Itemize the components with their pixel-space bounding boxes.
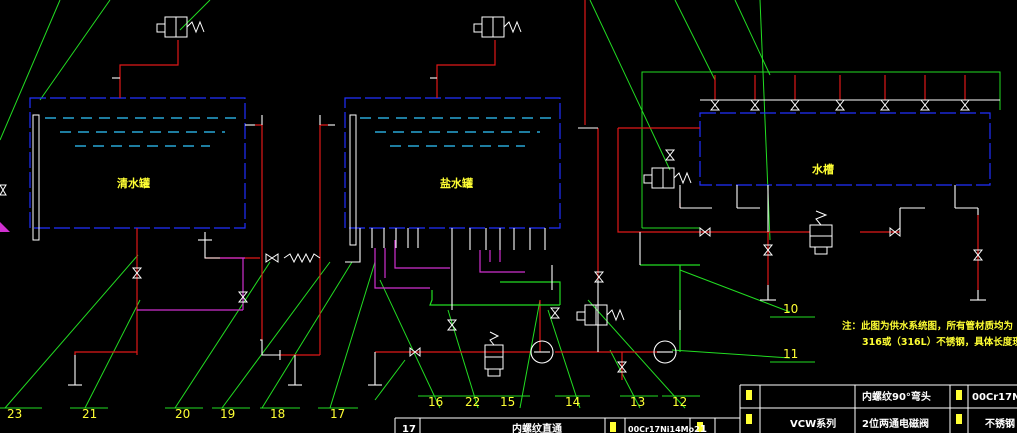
parts-table-markers (610, 390, 962, 432)
callout-20: 20 (175, 407, 190, 421)
note-line-2: 316或（316L）不锈钢，具体长度现场确 (862, 336, 1017, 348)
callout-22: 22 (465, 395, 480, 409)
callout-19: 19 (220, 407, 235, 421)
marker-triangle (0, 222, 10, 232)
callout-18: 18 (270, 407, 285, 421)
clean-water-tank (29, 97, 246, 241)
callout-12: 12 (672, 395, 687, 409)
valves (0, 99, 984, 373)
parts-table-text: 内螺纹90°弯头 00Cr17Ni14 VCW系列 2位两通电磁阀 不锈钢 17… (402, 390, 1017, 433)
row2-series: VCW系列 (790, 417, 836, 430)
callout-17: 17 (330, 407, 345, 421)
salt-water-tank (344, 97, 561, 246)
callout-14: 14 (565, 395, 580, 409)
callout-21: 21 (82, 407, 97, 421)
callout-underlines (0, 316, 815, 409)
row3-qty: 1 (700, 424, 707, 433)
green-pipes (429, 264, 700, 352)
clean-tank-label: 清水罐 (117, 176, 150, 190)
row2-name: 2位两通电磁阀 (862, 417, 929, 430)
note-line-1: 注：此图为供水系统图，所有管材质均为 (842, 320, 1013, 332)
callout-13: 13 (630, 395, 645, 409)
callout-11: 11 (783, 347, 798, 361)
parts-table-grid (394, 384, 1017, 433)
salt-tank-label: 盐水罐 (440, 176, 473, 190)
row3-name: 内螺纹直通 (512, 422, 562, 433)
leader-lines (0, 0, 1001, 409)
sink-tank (699, 112, 991, 186)
row1-material: 00Cr17Ni14 (972, 392, 1017, 403)
callout-23: 23 (7, 407, 22, 421)
callout-10: 10 (783, 302, 798, 316)
pumps (530, 340, 677, 364)
row1-name: 内螺纹90°弯头 (862, 390, 931, 403)
row3-material: 00Cr17Ni14Mo2 (628, 425, 700, 433)
white-fittings (68, 77, 1000, 386)
callout-15: 15 (500, 395, 515, 409)
row2-material: 不锈钢 (985, 417, 1015, 430)
row3-number: 17 (402, 424, 416, 433)
sink-label: 水槽 (812, 162, 834, 176)
callout-numbers: 23 21 20 19 18 17 16 22 15 14 13 12 11 1… (7, 302, 798, 421)
callout-16: 16 (428, 395, 443, 409)
solenoid-valves (156, 16, 833, 377)
magenta-pipes (137, 240, 525, 311)
